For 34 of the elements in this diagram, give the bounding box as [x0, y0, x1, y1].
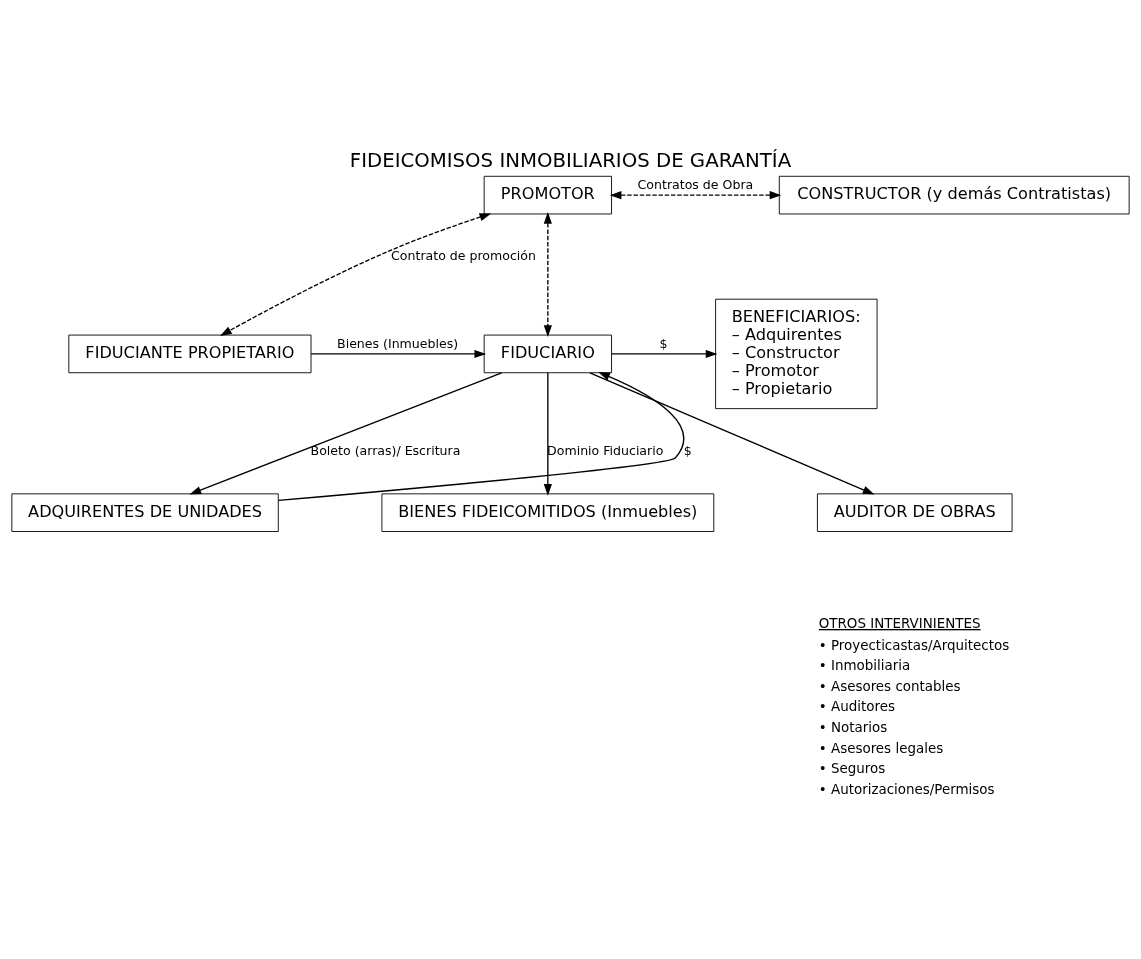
arrow: [543, 372, 552, 496]
edge-label: $: [683, 442, 692, 458]
label: • Notarios: [818, 720, 888, 736]
node-box: FIDUCIARIO: [483, 334, 612, 374]
node-box: BENEFICIARIOS: – Adquirentes – Constructor – Promotor – Propietario: [715, 298, 878, 410]
edge-label: $: [659, 335, 668, 351]
arrow: [277, 372, 685, 502]
label: • Auditores: [818, 699, 895, 715]
node-box: PROMOTOR: [483, 175, 612, 215]
arrow: [543, 212, 552, 337]
edge-label: Boleto (arras)/ Escritura: [310, 442, 461, 458]
label: • Inmobiliaria: [818, 658, 911, 674]
diagram-title: FIDEICOMISOS INMOBILIARIOS DE GARANTÍA: [349, 148, 792, 172]
node-box: FIDUCIANTE PROPIETARIO: [68, 334, 312, 374]
edge-label: Dominio Fiduciario: [547, 442, 664, 458]
node-box: CONSTRUCTOR (y demás Contratistas): [778, 175, 1130, 215]
arrow: [189, 372, 503, 495]
label: OTROS INTERVINIENTES: [818, 615, 981, 631]
arrow: [611, 349, 718, 358]
node-box: BIENES FIDEICOMITIDOS (Inmuebles): [381, 493, 715, 532]
arrow: [609, 191, 782, 200]
label: • Seguros: [818, 761, 886, 777]
arrow: [310, 349, 487, 358]
arrow: [220, 213, 492, 336]
label: • Asesores legales: [818, 740, 944, 756]
edge-label: Bienes (Inmuebles): [337, 335, 459, 351]
edge-label: Contratos de Obra: [637, 177, 754, 193]
label: • Proyecticastas/Arquitectos: [818, 637, 1010, 653]
node-box: AUDITOR DE OBRAS: [816, 493, 1013, 532]
label: • Asesores contables: [818, 678, 961, 694]
label: • Autorizaciones/Permisos: [818, 781, 995, 797]
arrow: [589, 372, 875, 495]
node-box: ADQUIRENTES DE UNIDADES: [11, 493, 279, 532]
edge-label: Contrato de promoción: [391, 247, 536, 263]
